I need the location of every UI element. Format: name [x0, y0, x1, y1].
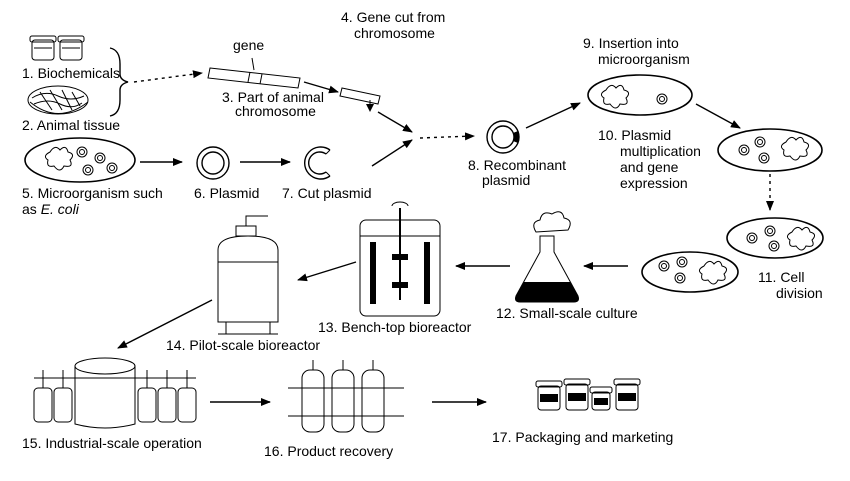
label-multiplication-1: 10. Plasmid: [598, 127, 672, 143]
label-recombinant-2: plasmid: [482, 172, 531, 188]
label-multiplication-4: expression: [620, 175, 688, 191]
label-division-2: division: [776, 285, 823, 301]
chromosome-fragment-icon: [207, 57, 301, 89]
label-biochemicals: 1. Biochemicals: [22, 65, 121, 81]
label-gene-cut-2: chromosome: [354, 25, 435, 41]
label-division-1: 11. Cell: [758, 269, 805, 285]
label-multiplication-2: multiplication: [620, 143, 701, 159]
arrow-gene-cut-down: [377, 111, 413, 133]
recombinant-plasmid-icon: [486, 120, 520, 154]
label-benchtop: 13. Bench-top bioreactor: [318, 319, 472, 335]
arrow-chromosome-to-gene-cut: [303, 81, 339, 94]
label-pilot: 14. Pilot-scale bioreactor: [166, 337, 321, 353]
label-microorganism-1: 5. Microorganism such: [22, 185, 163, 201]
division-cell-top-icon: [726, 217, 824, 259]
label-plasmid: 6. Plasmid: [194, 185, 260, 201]
label-packaging: 17. Packaging and marketing: [492, 429, 674, 445]
animal-tissue-icon: [27, 85, 89, 115]
insertion-cell-icon: [587, 74, 693, 116]
label-microorganism-2: as E. coli: [22, 201, 79, 217]
label-gene-cut-1: 4. Gene cut from: [341, 9, 446, 25]
label-insertion-1: 9. Insertion into: [583, 35, 679, 51]
pilot-bioreactor-icon: [217, 215, 279, 335]
arrow-benchtop-to-pilot: [297, 261, 357, 282]
label-insertion-2: microorganism: [598, 51, 690, 67]
microorganism-icon: [24, 137, 136, 183]
label-chromosome-part-1: 3. Part of animal: [222, 89, 324, 105]
label-product-recovery: 16. Product recovery: [264, 443, 394, 459]
plasmid-icon: [196, 146, 230, 180]
multiplication-cell-icon: [717, 128, 823, 172]
arrow-pilot-to-industrial: [117, 299, 213, 349]
arrow-cut-to-merge: [371, 139, 413, 167]
label-chromosome-part-2: chromosome: [235, 103, 316, 119]
arrow-recombinant-to-insertion: [525, 102, 581, 129]
cut-plasmid-icon: [303, 146, 331, 180]
label-recombinant-1: 8. Recombinant: [468, 157, 567, 173]
biochemical-bottles-icon: [29, 35, 85, 61]
label-cut-plasmid: 7. Cut plasmid: [282, 185, 372, 201]
arrow-biochem-to-gene: [133, 70, 203, 83]
label-small-scale: 12. Small-scale culture: [496, 305, 638, 321]
benchtop-bioreactor-icon: [359, 201, 441, 317]
label-gene: gene: [233, 37, 265, 53]
product-recovery-icon: [288, 360, 404, 433]
label-animal-tissue: 2. Animal tissue: [22, 117, 121, 133]
label-multiplication-3: and gene: [620, 159, 679, 175]
brace-icon: [109, 47, 129, 117]
packaging-bottles-icon: [535, 378, 641, 411]
label-industrial: 15. Industrial-scale operation: [22, 435, 202, 451]
division-cell-bottom-icon: [641, 251, 739, 293]
flask-icon: [515, 211, 579, 303]
gene-cut-icon: [339, 87, 381, 112]
industrial-plant-icon: [33, 357, 197, 429]
arrow-merge-to-recombinant: [419, 132, 475, 141]
arrow-insertion-to-multiplication: [695, 103, 741, 129]
